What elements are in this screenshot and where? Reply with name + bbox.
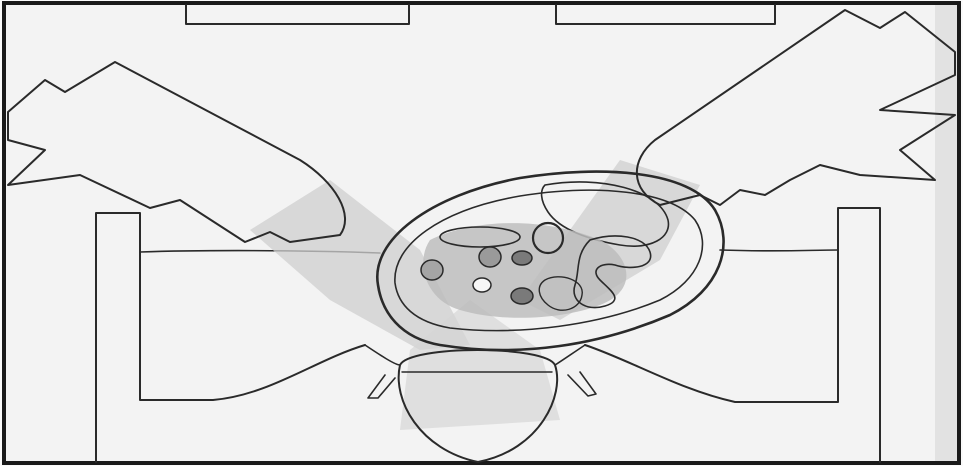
small-organ-left [421,260,443,280]
vertebral-body [473,278,491,292]
right-surface-line [720,250,838,251]
vena-cava [511,288,533,304]
aorta [512,251,532,265]
page-edge-shadow [935,5,957,461]
left-kidney [479,247,501,267]
